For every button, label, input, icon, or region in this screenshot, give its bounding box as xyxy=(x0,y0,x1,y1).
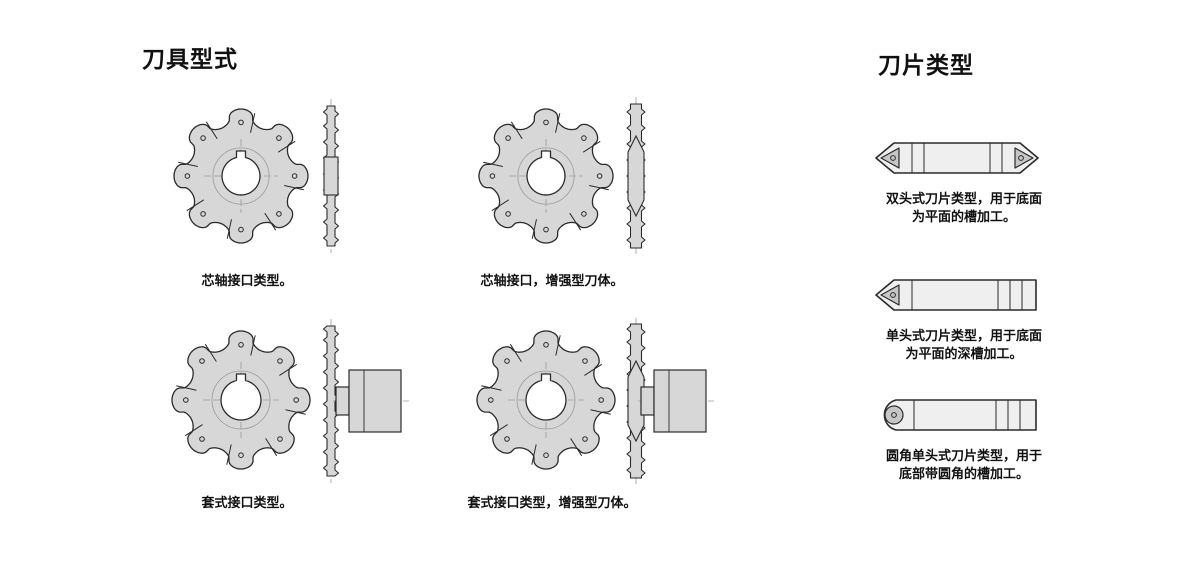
tool-group-arbor: 芯轴接口类型。 xyxy=(155,96,425,289)
insert-round-tip xyxy=(884,405,904,425)
insert-double-body xyxy=(875,142,1039,174)
insert-caption-single: 单头式刀片类型，用于底面 为平面的深槽加工。 xyxy=(868,327,1060,363)
tool-group-shell-reinforced: 套式接口类型，增强型刀体。 xyxy=(460,318,730,511)
insert-double-left-tip xyxy=(880,147,900,169)
insert-group-round: 圆角单头式刀片类型，用于 底部带圆角的槽加工。 xyxy=(868,393,1068,483)
tool-group-shell: 套式接口类型。 xyxy=(155,318,425,511)
insert-caption-round-line1: 圆角单头式刀片类型，用于 xyxy=(885,448,1042,463)
tool-group-arbor-reinforced: 芯轴接口，增强型刀体。 xyxy=(460,96,730,289)
inserts-section-title: 刀片类型 xyxy=(878,52,974,78)
insert-double-left-screw xyxy=(890,155,896,161)
insert-round-body xyxy=(883,399,1037,431)
insert-single-tip xyxy=(880,284,900,306)
tool-caption-shell: 套式接口类型。 xyxy=(201,495,293,510)
insert-single-view xyxy=(875,279,1037,311)
insert-caption-round-line2: 底部带圆角的槽加工。 xyxy=(898,466,1029,482)
insert-group-double: 双头式刀片类型，用于底面 为平面的槽加工。 xyxy=(868,136,1068,226)
insert-caption-single-line1: 单头式刀片类型，用于底面 xyxy=(885,328,1042,343)
insert-single-screw xyxy=(890,292,896,298)
insert-group-single: 单头式刀片类型，用于底面 为平面的深槽加工。 xyxy=(868,273,1068,363)
insert-round-screw xyxy=(891,412,897,418)
insert-single-body xyxy=(875,279,1037,311)
tool-caption-arbor: 芯轴接口类型。 xyxy=(201,273,293,288)
insert-caption-double-line2: 为平面的槽加工。 xyxy=(911,209,1016,225)
tool-shell-view xyxy=(171,319,409,483)
insert-double-right-screw xyxy=(1018,155,1024,161)
insert-round-view xyxy=(883,399,1037,431)
tool-caption-arbor-reinforced: 芯轴接口，增强型刀体。 xyxy=(480,273,624,288)
tool-arbor-view xyxy=(173,99,340,253)
insert-double-view xyxy=(875,142,1039,174)
insert-caption-double: 双头式刀片类型，用于底面 为平面的槽加工。 xyxy=(868,190,1060,226)
insert-caption-round: 圆角单头式刀片类型，用于 底部带圆角的槽加工。 xyxy=(868,447,1060,483)
insert-caption-single-line2: 为平面的深槽加工。 xyxy=(905,346,1023,362)
insert-caption-double-line1: 双头式刀片类型，用于底面 xyxy=(885,191,1042,206)
tool-arbor-reinforced-view xyxy=(478,97,646,255)
tools-section-title: 刀具型式 xyxy=(142,46,238,72)
insert-double-right-tip xyxy=(1014,147,1034,169)
tool-caption-shell-reinforced: 套式接口类型，增强型刀体。 xyxy=(467,495,637,510)
tool-shell-reinforced-view xyxy=(476,318,714,485)
